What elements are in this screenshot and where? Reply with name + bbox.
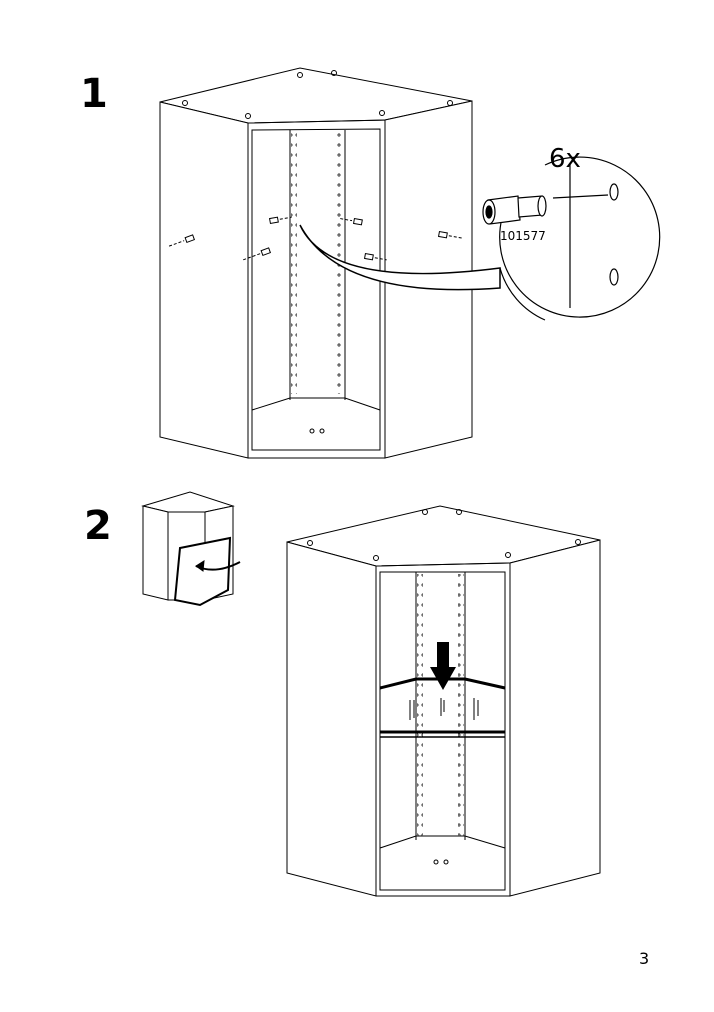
quantity-label: 6x [549,144,581,174]
step-number-1: 1 [80,71,108,117]
step2-orientation-icon [141,491,241,607]
shelf-pin-detail-icon [482,195,547,225]
down-arrow-icon [430,642,456,690]
step1-corner-cabinet [159,67,473,459]
step1-hole-column-left [291,132,297,394]
part-number: 101577 [500,229,546,243]
step2-corner-cabinet [286,505,601,897]
detail-zoom-circle [499,156,661,321]
page-number: 3 [639,949,650,968]
step2-hole-column-right [458,574,464,836]
callout-connector [299,224,501,291]
step2-hole-column-left [417,574,423,836]
step-number-2: 2 [84,503,112,549]
